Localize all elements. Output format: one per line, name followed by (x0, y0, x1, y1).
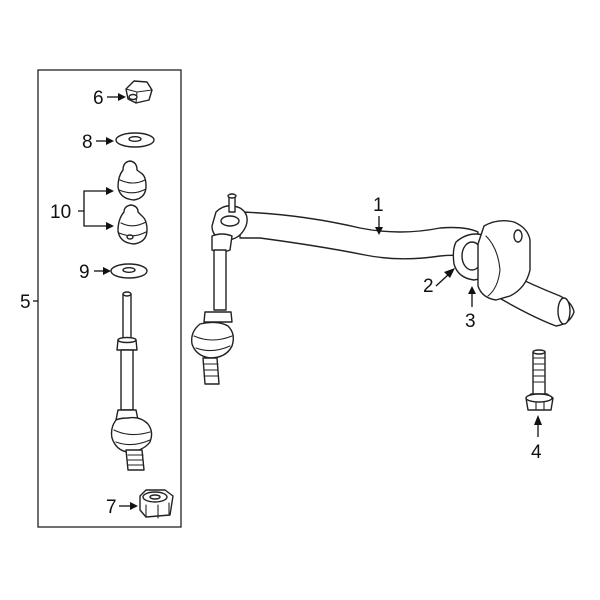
callout-label-7: 7 (106, 497, 117, 518)
stabilizer-link-rod (110, 291, 153, 471)
bolt-part-4 (525, 349, 554, 411)
callout-label-6: 6 (93, 88, 104, 109)
bushing-bracket-part-3 (477, 219, 531, 301)
installed-link-rod (190, 233, 235, 385)
washer-part-9 (110, 263, 148, 279)
callout-label-3: 3 (465, 311, 476, 332)
hex-nut-part-6 (125, 80, 153, 104)
callout-label-10: 10 (50, 202, 71, 223)
callout-label-8: 8 (82, 132, 93, 153)
callout-label-1: 1 (373, 195, 384, 216)
link-kit-frame (37, 69, 182, 528)
callout-label-9: 9 (79, 262, 90, 283)
flange-nut-part-7 (139, 489, 174, 519)
callout-label-5: 5 (20, 292, 31, 313)
callout-label-2: 2 (423, 276, 434, 297)
washer-part-8 (115, 132, 155, 148)
lower-bushing-part-10 (117, 204, 148, 245)
leader-lines (33, 93, 542, 510)
upper-bushing-part-10 (117, 160, 147, 201)
callout-label-4: 4 (531, 442, 542, 463)
